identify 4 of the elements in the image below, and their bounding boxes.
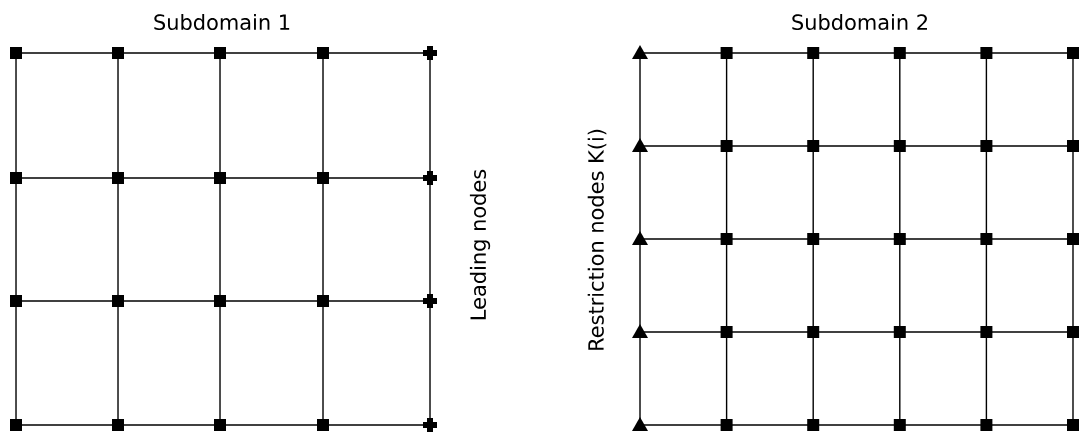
axis-label: Leading nodes	[469, 169, 491, 320]
axis-label: Subdomain 1	[154, 13, 290, 31]
axis-label: Restriction nodes K(i)	[587, 129, 607, 350]
axis-label: Subdomain 2	[792, 13, 927, 31]
